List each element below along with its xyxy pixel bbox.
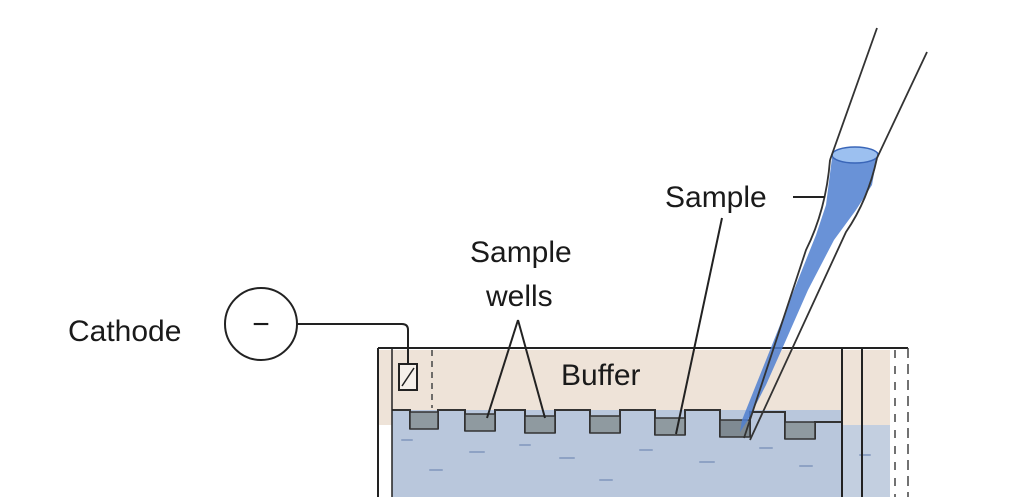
sample-wells-label-line2: wells (485, 280, 553, 313)
sample-well (464, 413, 496, 432)
sample-well (784, 421, 816, 440)
buffer-label: Buffer (561, 359, 641, 392)
pipette-wall-left (829, 27, 878, 161)
cathode-symbol: − (252, 308, 270, 341)
gel-lower-buffer (842, 425, 890, 497)
pipette-wall-right (876, 51, 928, 159)
cathode-wire (297, 323, 409, 364)
sample-wells-label-line1: Sample (470, 236, 572, 269)
sample-well (524, 415, 556, 434)
pipette-liquid (740, 152, 878, 432)
electrode-slash (401, 367, 415, 387)
sample-wells-leader-1 (486, 319, 519, 419)
sample-well (409, 411, 439, 430)
pipette (740, 27, 928, 441)
pipette-liquid-surface (831, 146, 879, 164)
sample-well (589, 415, 621, 434)
sample-wells-leader-2 (517, 319, 546, 419)
pipette-taper (743, 157, 878, 441)
sample-label: Sample (665, 181, 767, 214)
cathode-label: Cathode (68, 315, 181, 348)
sample-leader-well (675, 217, 723, 435)
sample-well (654, 417, 686, 436)
gel-streaks (401, 439, 871, 481)
